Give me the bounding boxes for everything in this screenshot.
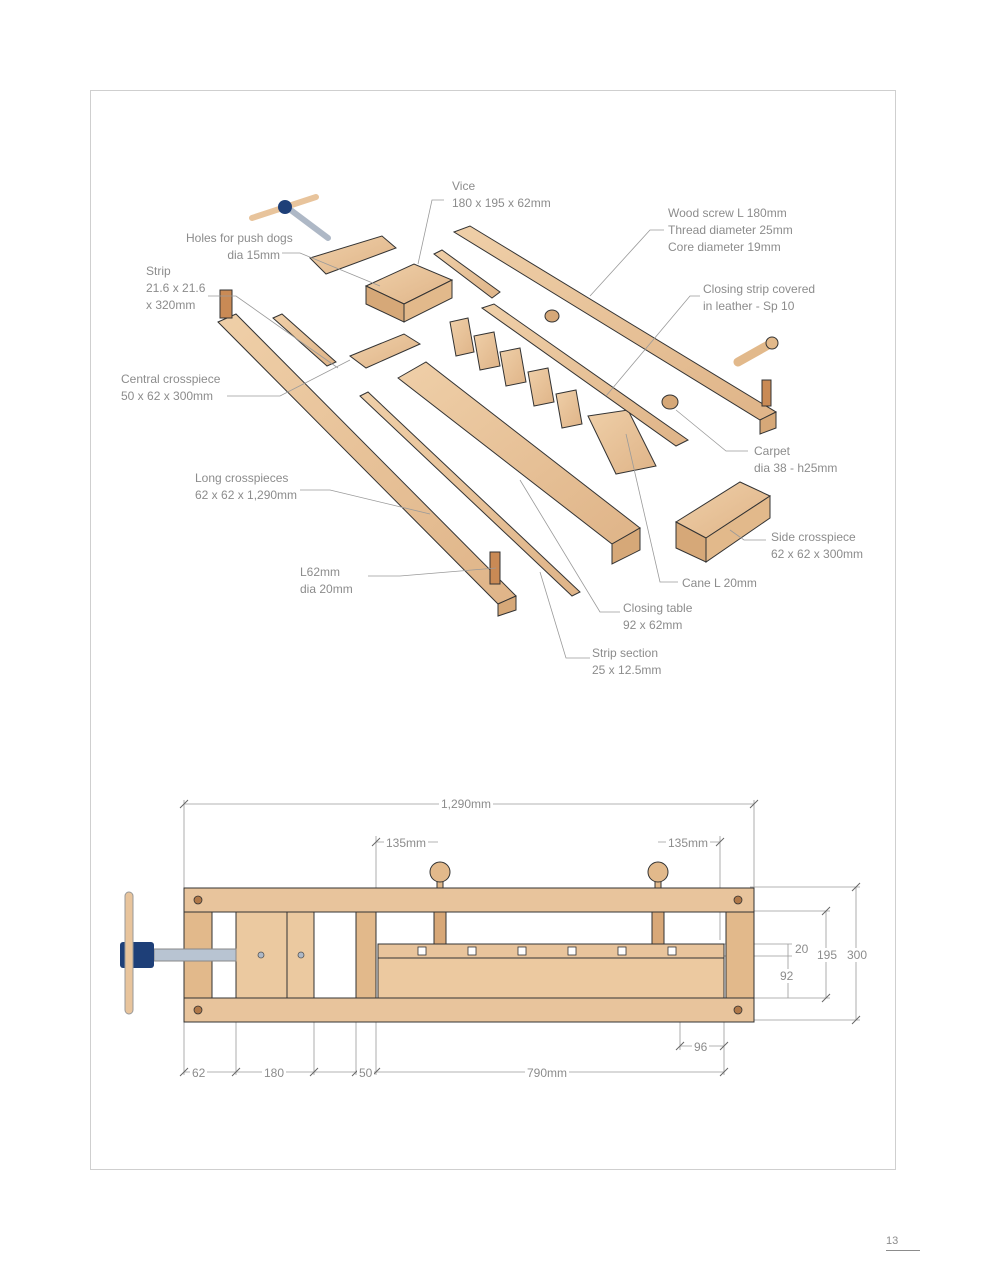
central-crosspiece-plan xyxy=(355,911,377,999)
dim-total-length: 1,290mm xyxy=(439,797,494,811)
label-cane: Cane L 20mm xyxy=(682,576,757,590)
bolts xyxy=(193,895,743,1015)
leader-lines xyxy=(208,199,766,659)
dim-790: 790mm xyxy=(525,1066,570,1080)
dog-holes xyxy=(417,946,677,956)
top-rail xyxy=(183,887,755,913)
dimension-ticks xyxy=(179,799,861,1077)
dog-strip-plan xyxy=(377,943,725,959)
strip xyxy=(272,313,337,367)
dim-right-135: 135mm xyxy=(666,836,711,850)
dim-62: 62 xyxy=(190,1066,208,1080)
dim-92: 92 xyxy=(778,969,796,983)
bottom-rail xyxy=(183,997,755,1023)
right-end xyxy=(725,911,755,999)
top-strip xyxy=(433,249,501,299)
dim-50: 50 xyxy=(357,1066,375,1080)
dim-96: 96 xyxy=(692,1040,710,1054)
carpet xyxy=(661,394,679,410)
strip-section xyxy=(359,391,581,597)
dim-300: 300 xyxy=(845,948,870,962)
dim-left-135: 135mm xyxy=(384,836,429,850)
dim-195: 195 xyxy=(815,948,840,962)
vice-screws xyxy=(257,951,305,959)
page-number: 13 xyxy=(886,1235,920,1251)
closing-strip xyxy=(480,303,689,447)
side-crosspiece xyxy=(675,481,772,563)
peg xyxy=(219,289,233,319)
screw-head xyxy=(544,309,560,323)
vice-handle xyxy=(124,891,134,1015)
screw-knob-left xyxy=(429,861,451,945)
central-crosspiece xyxy=(348,333,422,369)
dim-20: 20 xyxy=(793,942,811,956)
page-frame xyxy=(90,90,896,1170)
dog-blocks xyxy=(449,317,657,475)
closing-table-plan xyxy=(377,957,725,999)
wood-screw xyxy=(733,336,779,367)
t-handle-tool xyxy=(249,194,331,241)
vice-block xyxy=(364,263,454,323)
push-dog-block xyxy=(309,235,397,275)
screw-knob-right xyxy=(647,861,669,945)
vice-rod xyxy=(153,948,237,962)
dim-180: 180 xyxy=(262,1066,287,1080)
peg xyxy=(761,379,772,407)
